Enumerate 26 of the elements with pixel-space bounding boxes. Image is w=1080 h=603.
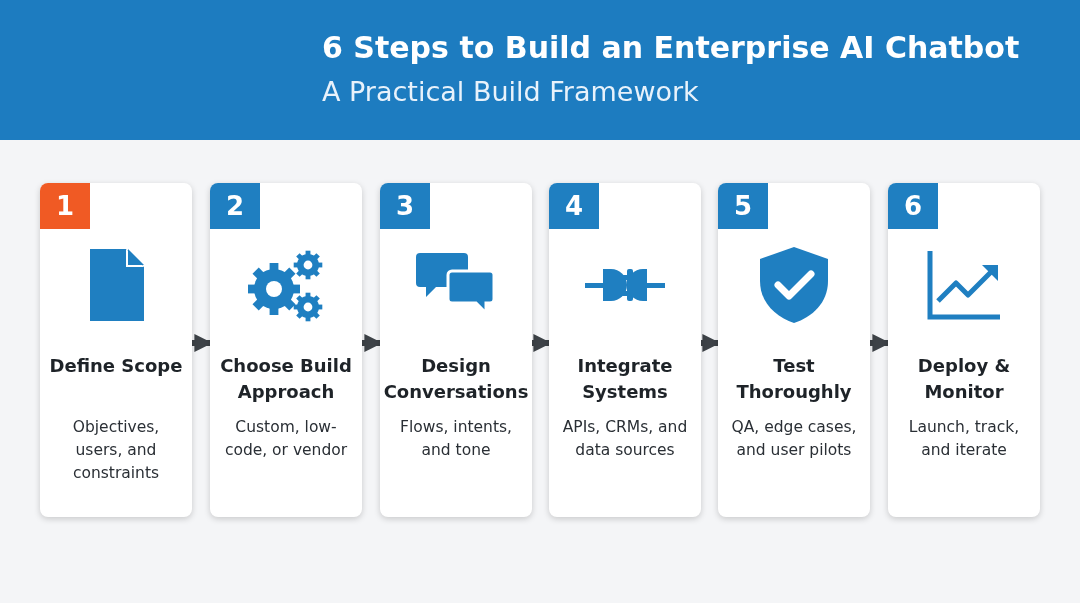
- step-description: Launch, track, and iterate: [907, 417, 1021, 461]
- subtitle: A Practical Build Framework: [322, 76, 699, 107]
- step-number-badge: 5: [718, 183, 768, 229]
- step-heading: Choose Build Approach: [219, 354, 353, 404]
- step-card: [718, 183, 870, 517]
- step-heading: Test Thoroughly: [735, 354, 853, 404]
- step-description: Custom, low-code, or vendor: [223, 417, 349, 461]
- step-heading: Deploy & Monitor: [916, 354, 1012, 404]
- step-description: QA, edge cases, and user pilots: [730, 417, 858, 461]
- title: 6 Steps to Build an Enterprise AI Chatbot: [322, 30, 1020, 65]
- step-description: APIs, CRMs, and data sources: [561, 417, 689, 461]
- step-description: Flows, intents, and tone: [399, 417, 513, 461]
- step-number-badge: 6: [888, 183, 938, 229]
- step-card: [210, 183, 362, 517]
- step-card: [888, 183, 1040, 517]
- step-number-badge: 4: [549, 183, 599, 229]
- step-card: [40, 183, 192, 517]
- step-number-badge: 1: [40, 183, 90, 229]
- step-heading: Design Conversations: [382, 354, 530, 404]
- step-number-badge: 2: [210, 183, 260, 229]
- step-card: [549, 183, 701, 517]
- step-card: [380, 183, 532, 517]
- step-heading: Define Scope: [48, 354, 184, 378]
- step-description: Objectives, users, and constraints: [71, 417, 161, 484]
- step-number-badge: 3: [380, 183, 430, 229]
- step-heading: Integrate Systems: [576, 354, 674, 404]
